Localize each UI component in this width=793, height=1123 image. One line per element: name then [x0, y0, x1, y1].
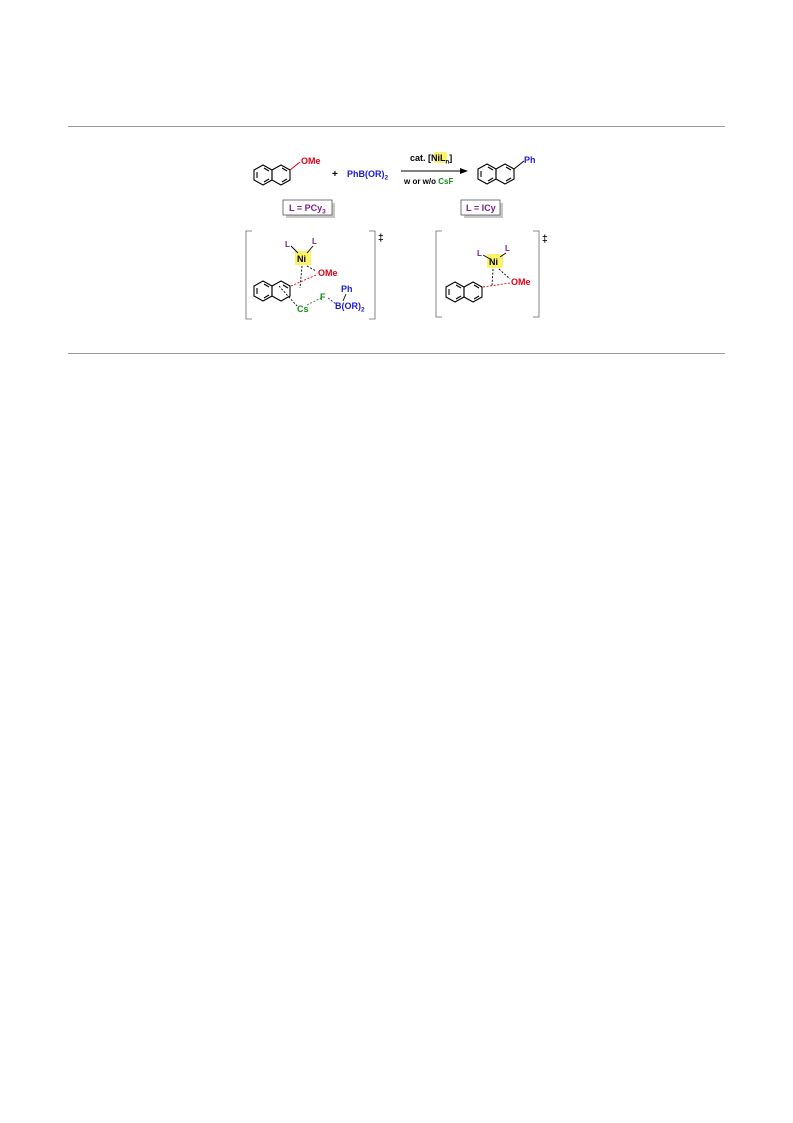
reactant-naphthalene	[253, 161, 301, 186]
ts-left-brackets	[245, 230, 376, 320]
ts-right-dagger: ‡	[542, 234, 548, 245]
ni-highlight-left	[295, 251, 311, 265]
ts-left-ome: OMe	[318, 268, 338, 278]
ligand-box-left	[282, 199, 335, 218]
conditions-label: w or w/o CsF	[403, 177, 453, 186]
ts-right-dashed-bonds	[482, 268, 511, 288]
ni-highlight-right	[487, 254, 503, 268]
ts-left-phenyl: Ph	[341, 284, 353, 294]
ts-right-ni: Ni	[489, 257, 498, 267]
top-rule	[68, 126, 725, 127]
product-naphthalene	[477, 160, 525, 185]
reactant-ome-label: OMe	[301, 156, 321, 166]
bottom-rule	[68, 353, 725, 354]
boronic-ester-reagent: PhB(OR)2	[347, 169, 389, 182]
ts-left-naphthalene	[253, 280, 291, 302]
ni-highlight-arrow	[434, 152, 447, 163]
ts-left-dashed-bonds	[278, 265, 337, 307]
ts-right-brackets	[435, 230, 540, 318]
reaction-arrowhead	[460, 168, 468, 174]
product-ph-bond	[513, 160, 525, 170]
ts-right-ligand-b: L	[505, 244, 510, 253]
reactant-o-bond	[289, 161, 301, 171]
reaction-scheme: OMe + PhB(OR)2 cat. [NiLn] w or w/o CsF …	[245, 152, 548, 320]
reactant-ring-right	[271, 164, 291, 186]
ligand-label-right: L = ICy	[466, 203, 496, 213]
ts-left-ni: Ni	[297, 254, 306, 264]
ts-right-ligand-a: L	[477, 249, 482, 258]
product-ph-label: Ph	[524, 155, 536, 165]
ligand-box-right	[460, 199, 503, 218]
product-ring-right	[495, 163, 515, 185]
ts-right-naphthalene	[445, 281, 483, 303]
catalyst-label: cat. [NiLn]	[410, 153, 452, 166]
ts-left-fluoride: F	[320, 292, 326, 302]
ts-right-ome: OMe	[511, 277, 531, 287]
ts-left-cs: Cs	[297, 304, 309, 314]
ts-left-ligand-a: L	[285, 240, 290, 249]
ts-left-ligand-b: L	[312, 237, 317, 246]
plus-sign: +	[332, 169, 338, 180]
ts-left-dagger: ‡	[378, 233, 384, 244]
ts-left-boron: B(OR)2	[335, 301, 365, 314]
ligand-label-left: L = PCy3	[289, 203, 326, 216]
